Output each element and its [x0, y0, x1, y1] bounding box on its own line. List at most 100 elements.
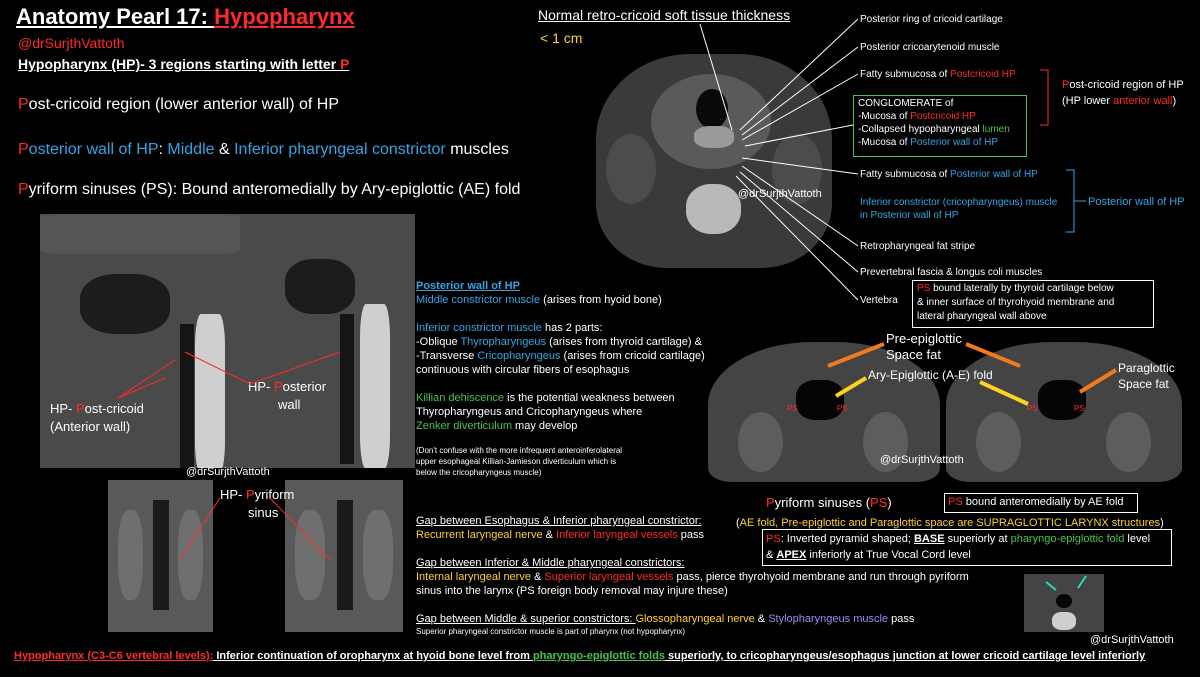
postcricoid-region-e: ): [1172, 95, 1177, 107]
ps-shape-fold: pharyngo-epiglottic fold: [1010, 533, 1125, 545]
gap3-line: Gap between Middle & superior constricto…: [416, 612, 914, 626]
postcricoid-region-c: (HP lower: [1062, 95, 1114, 107]
sagittal-label-postcricoid: HP- Post-cricoid (Anterior wall): [50, 400, 144, 436]
ps-shape-f: level: [1124, 533, 1151, 545]
coronal-ct-left-image: [108, 480, 213, 632]
middle-tr-d: continuous with circular fibers of esoph…: [416, 364, 630, 376]
supraglottic-note-b: AE fold, Pre-epiglottic and Paraglottic …: [739, 517, 1161, 529]
label-pre-epiglottic: Pre-epiglottic Space fat: [886, 331, 962, 363]
coronal-label-pyriform-p: P: [246, 487, 255, 502]
middle-kd-e: may develop: [511, 420, 578, 432]
conglomerate-line-3-b: Posterior wall of HP: [910, 137, 999, 148]
ps-shape-apex: APEX: [776, 549, 807, 561]
middle-tr-b: Cricopharyngeus: [477, 350, 561, 362]
middle-mc-rest: (arises from hyoid bone): [540, 294, 662, 306]
middle-kd-line: Killian dehiscence is the potential weak…: [416, 391, 736, 405]
coronal-ct-right-image: [285, 480, 403, 632]
region-2-blue3: Inferior pharyngeal constrictor: [234, 141, 446, 158]
conglomerate-line-3-a: -Mucosa of: [858, 137, 911, 148]
label-retropharyngeal-fat: Retropharyngeal fat stripe: [860, 241, 976, 252]
postcricoid-region-line-2: (HP lower anterior wall): [1062, 93, 1184, 109]
middle-note-1: (Don't confuse with the more infrequent …: [416, 446, 623, 455]
label-paraglottic: Paraglottic Space fat: [1118, 360, 1175, 392]
ps-marker-3: PS: [1027, 404, 1038, 413]
middle-ob-b: Thyropharyngeus: [460, 336, 547, 348]
label-paraglottic-1: Paraglottic: [1118, 361, 1175, 375]
label-fatty-submucosa-posterior: Fatty submucosa of Posterior wall of HP: [860, 168, 1038, 181]
axial-ct-watermark: @drSurjthVattoth: [738, 188, 822, 200]
sagittal-label-postcricoid-a: HP-: [50, 401, 76, 416]
sagittal-label-postcricoid-c: ost-cricoid: [84, 401, 144, 416]
middle-ob-c: (arises from thyroid cartilage) &: [546, 336, 702, 348]
bracket-postcricoid: [1040, 69, 1049, 126]
middle-text-column: Posterior wall of HP Middle constrictor …: [416, 279, 736, 478]
gap2-line: Internal laryngeal nerve & Superior lary…: [416, 570, 969, 584]
coronal-label-pyriform: HP- Pyriform sinus: [220, 486, 294, 522]
intro-heading-p: P: [340, 56, 350, 72]
pyriform-title-d: ): [887, 495, 892, 510]
region-3: Pyriform sinuses (PS): Bound anteromedia…: [18, 181, 520, 199]
gap1-title: Gap between Esophagus & Inferior pharyng…: [416, 515, 702, 527]
footer-a: Hypopharynx (C3-C6 vertebral levels):: [14, 650, 214, 662]
label-inferior-constrictor-line-1: Inferior constrictor (cricopharyngeus) m…: [860, 197, 1058, 208]
middle-ob-line: -Oblique Thyropharyngeus (arises from th…: [416, 335, 736, 349]
pyriform-title-p: P: [766, 495, 775, 510]
conglomerate-line-2-a: -Collapsed hypopharyngeal: [858, 124, 983, 135]
sagittal-label-postcricoid-p: P: [76, 401, 85, 416]
sagittal-label-posterior-wall: HP- Posterior wall: [248, 378, 326, 414]
middle-mc: Middle constrictor muscle: [416, 294, 541, 306]
sagittal-ct-right-image: [240, 214, 415, 468]
middle-mc-line: Middle constrictor muscle (arises from h…: [416, 293, 736, 307]
postcricoid-region-b: ost-cricoid region of HP: [1069, 79, 1184, 91]
middle-ob-a: -Oblique: [416, 336, 461, 348]
ps-shape-d: superiorly at: [944, 533, 1011, 545]
gap2-d: pass, pierce thyrohyoid membrane and run…: [673, 571, 969, 583]
middle-tr-c: (arises from cricoid cartilage): [560, 350, 705, 362]
label-posterior-ring-cricoid: Posterior ring of cricoid cartilage: [860, 14, 1003, 25]
gap3-a: Gap between Middle & superior constricto…: [416, 613, 636, 625]
coronal-label-pyriform-a: HP-: [220, 487, 246, 502]
sagittal-label-posterior-wall-c: osterior: [282, 379, 327, 394]
pyriform-ae-box: [944, 493, 1138, 513]
middle-kd-d: Zenker diverticulum: [416, 420, 512, 432]
ps-shape-box: [762, 529, 1172, 566]
middle-kd-line-3: Zenker diverticulum may develop: [416, 419, 736, 433]
middle-tr-line: -Transverse Cricopharyngeus (arises from…: [416, 349, 736, 363]
footer-c: pharyngo-epiglottic folds: [532, 650, 665, 662]
postcricoid-region-line-1: Post-cricoid region of HP: [1062, 77, 1184, 93]
middle-pw-title: Posterior wall of HP: [416, 280, 520, 292]
sagittal-label-posterior-wall-a: HP-: [248, 379, 274, 394]
ps-lateral-box: [912, 280, 1154, 328]
intro-heading-text: Hypopharynx (HP)- 3 regions starting wit…: [18, 56, 341, 72]
title-prefix: Anatomy Pearl 17:: [16, 4, 215, 29]
pyriform-ae-b: bound anteromedially by AE fold: [962, 496, 1124, 508]
region-3-p: P: [18, 181, 29, 198]
sagittal-label-postcricoid-line-1: HP- Post-cricoid: [50, 400, 144, 418]
sagittal-label-posterior-wall-p: P: [274, 379, 283, 394]
region-2: Posterior wall of HP: Middle & Inferior …: [18, 141, 509, 159]
coronal-label-pyriform-c: yriform: [254, 487, 295, 502]
gap2-e: sinus into the larynx (PS foreign body r…: [416, 585, 728, 597]
ps-shape-b: : Inverted pyramid shaped;: [780, 533, 914, 545]
intro-heading: Hypopharynx (HP)- 3 regions starting wit…: [18, 56, 349, 72]
supraglottic-note-a: (: [736, 517, 740, 529]
bracket-posterior: [1066, 169, 1075, 233]
ps-marker-1: PS: [787, 404, 798, 413]
axial-ps-watermark: @drSurjthVattoth: [880, 454, 964, 466]
middle-note-2: upper esophageal Killian-Jamieson divert…: [416, 457, 617, 466]
postcricoid-region-p: P: [1062, 79, 1070, 91]
conglomerate-line-2: -Collapsed hypopharyngeal lumen: [858, 123, 1010, 136]
middle-ic: Inferior constrictor muscle: [416, 322, 542, 334]
label-fatty-submucosa-posterior-a: Fatty submucosa of: [860, 169, 951, 180]
page-title: Anatomy Pearl 17: Hypopharynx: [16, 4, 355, 30]
pyriform-ae-ps: PS: [948, 496, 963, 508]
label-pre-epiglottic-1: Pre-epiglottic: [886, 331, 962, 346]
label-prevertebral-fascia: Prevertebral fascia & longus coli muscle…: [860, 267, 1043, 278]
axial-ct-neck-image: [596, 54, 832, 268]
conglomerate-title: CONGLOMERATE of: [858, 98, 954, 109]
posterior-wall-region-label: Posterior wall of HP: [1088, 196, 1185, 208]
ps-shape-text: PS: Inverted pyramid shaped; BASE superi…: [766, 531, 1150, 563]
gaps-text-column: Gap between Esophagus & Inferior pharyng…: [416, 514, 969, 637]
region-2-blue2: Middle: [167, 141, 215, 158]
gap3-b: Glossopharyngeal nerve: [635, 613, 755, 625]
